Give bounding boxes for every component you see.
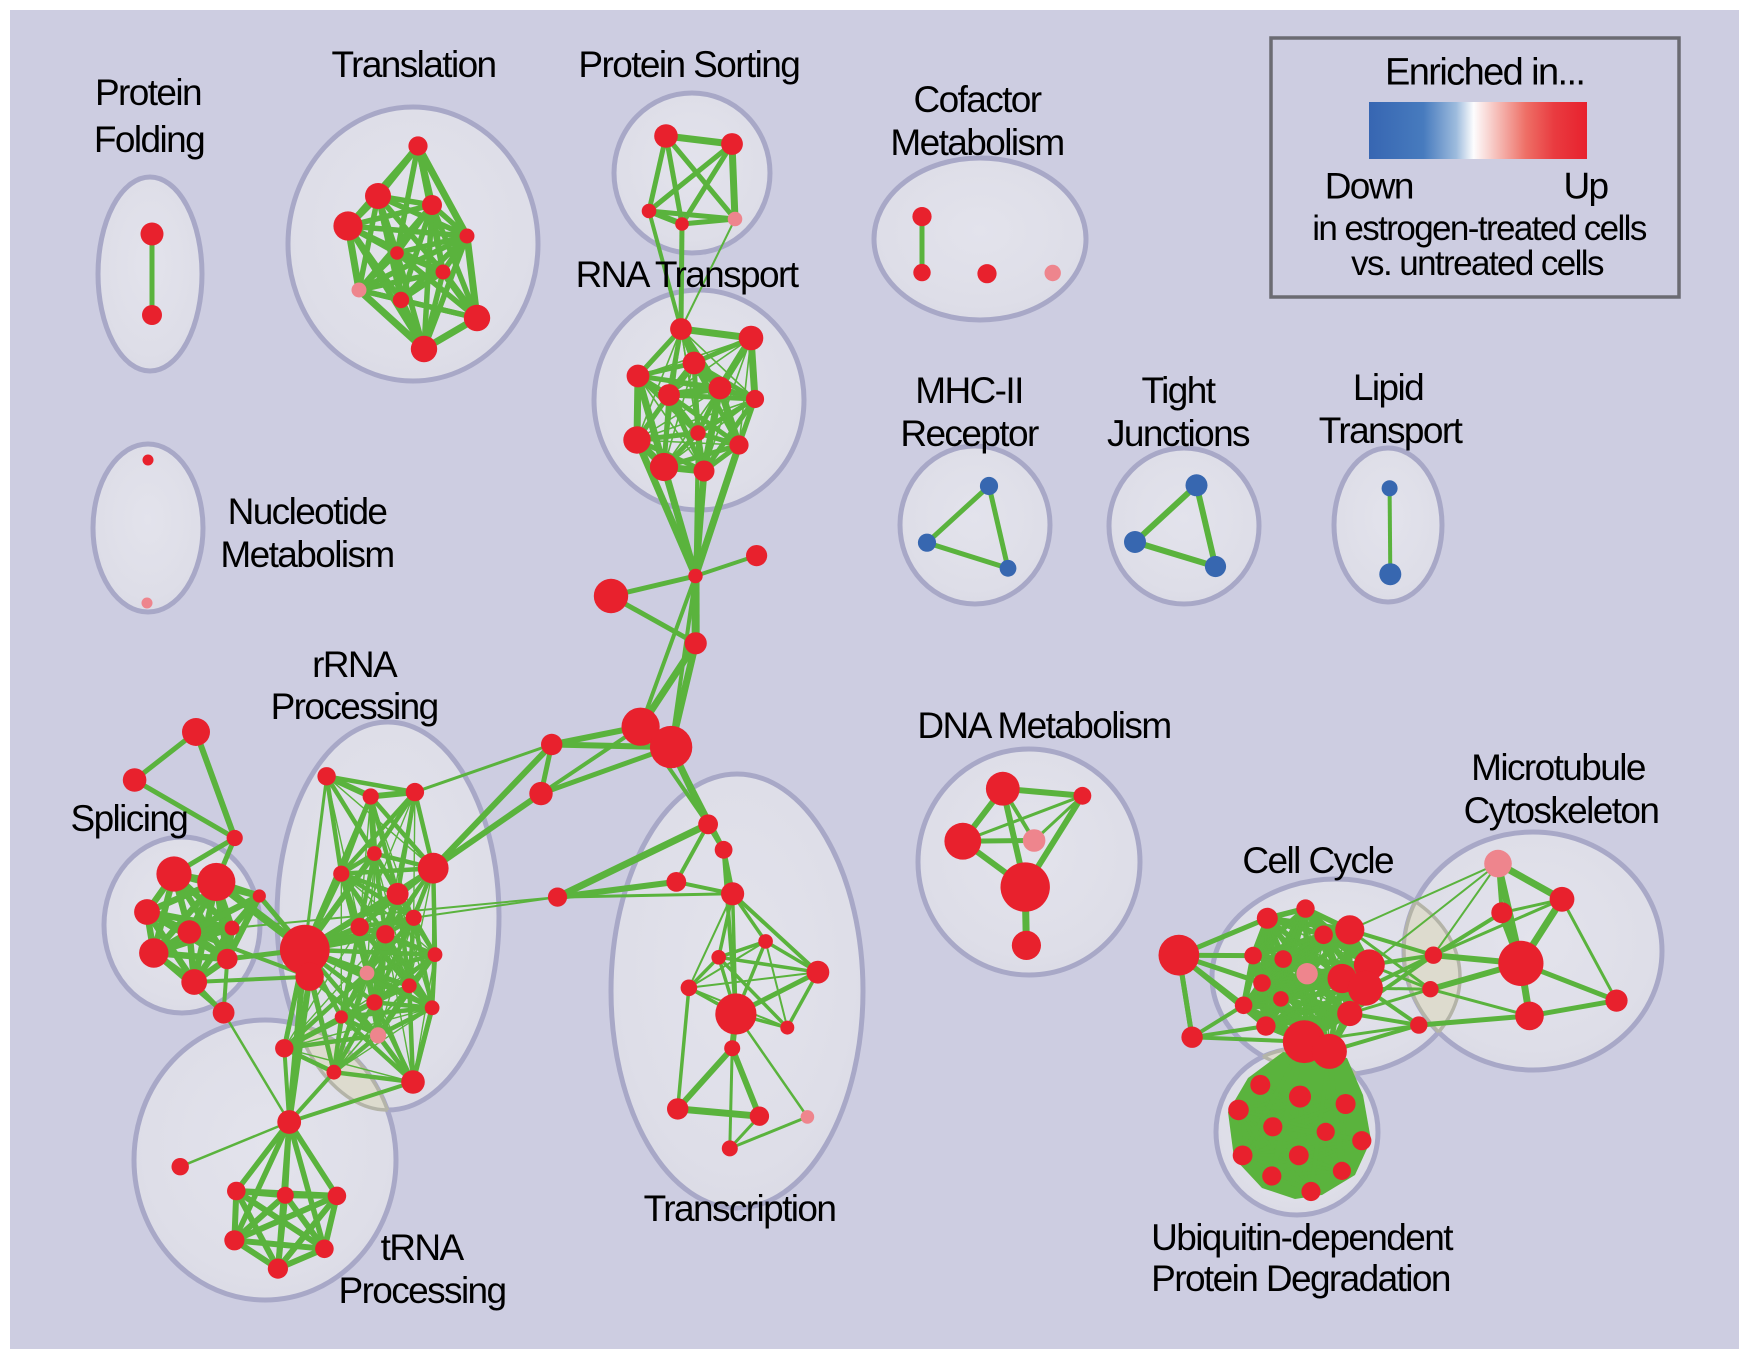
- svg-text:Up: Up: [1563, 166, 1608, 207]
- svg-text:DNA Metabolism: DNA Metabolism: [917, 705, 1170, 746]
- svg-text:Transport: Transport: [1319, 410, 1464, 451]
- svg-text:Junctions: Junctions: [1107, 413, 1250, 454]
- svg-text:Cytoskeleton: Cytoskeleton: [1464, 790, 1659, 831]
- svg-text:Microtubule: Microtubule: [1471, 747, 1645, 788]
- svg-text:Transcription: Transcription: [644, 1188, 836, 1229]
- svg-text:Splicing: Splicing: [71, 798, 188, 839]
- svg-text:Protein: Protein: [95, 72, 201, 113]
- svg-text:Cell Cycle: Cell Cycle: [1242, 840, 1393, 881]
- svg-text:rRNA: rRNA: [312, 644, 398, 685]
- svg-text:Enriched in...: Enriched in...: [1385, 52, 1584, 94]
- svg-text:Lipid: Lipid: [1353, 367, 1423, 408]
- svg-text:Down: Down: [1325, 166, 1413, 207]
- svg-text:Receptor: Receptor: [900, 413, 1039, 454]
- svg-text:MHC-II: MHC-II: [915, 370, 1023, 411]
- svg-text:tRNA: tRNA: [381, 1227, 465, 1268]
- svg-text:Folding: Folding: [94, 119, 204, 160]
- svg-text:in estrogen-treated cells: in estrogen-treated cells: [1312, 209, 1647, 248]
- svg-text:Processing: Processing: [338, 1270, 505, 1311]
- svg-text:Metabolism: Metabolism: [890, 122, 1063, 163]
- svg-text:Ubiquitin-dependent: Ubiquitin-dependent: [1151, 1217, 1454, 1258]
- svg-text:Cofactor: Cofactor: [913, 79, 1041, 120]
- svg-text:vs. untreated cells: vs. untreated cells: [1351, 244, 1604, 283]
- svg-text:Tight: Tight: [1142, 370, 1217, 411]
- svg-text:Protein Degradation: Protein Degradation: [1151, 1258, 1450, 1299]
- svg-text:Nucleotide: Nucleotide: [228, 491, 387, 532]
- svg-text:Processing: Processing: [271, 686, 438, 727]
- svg-text:Translation: Translation: [331, 44, 495, 85]
- svg-text:Protein Sorting: Protein Sorting: [578, 44, 799, 85]
- svg-text:RNA Transport: RNA Transport: [576, 254, 800, 295]
- svg-text:Metabolism: Metabolism: [220, 534, 393, 575]
